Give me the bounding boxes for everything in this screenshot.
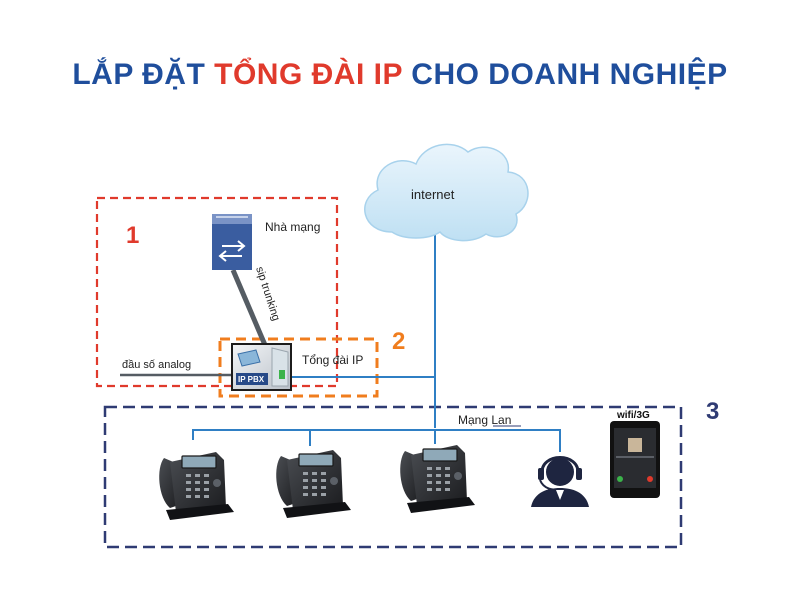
zone-2-number: 2 [392, 328, 405, 355]
sip-trunk-line [230, 269, 271, 353]
ip-pbx-icon [231, 343, 292, 391]
pbx-label: Tổng đài IP [302, 353, 363, 367]
zone-1-number: 1 [126, 222, 139, 249]
analog-label: đầu số analog [122, 359, 191, 371]
desk-phone-icon [158, 451, 235, 521]
lan-bus-line [192, 429, 561, 452]
server-icon [212, 214, 252, 270]
title-part-2: TỔNG ĐÀI IP [214, 58, 403, 91]
zone-1-frame [95, 196, 339, 388]
lan-label: Mạng Lan [458, 413, 511, 427]
headset-agent-icon [531, 456, 589, 507]
page-title: LẮP ĐẶT TỔNG ĐÀI IP CHO DOANH NGHIỆP [0, 58, 800, 92]
title-part-1: LẮP ĐẶT [72, 58, 215, 91]
wifi-label: wifi/3G [616, 410, 650, 421]
desk-phone-icon [399, 444, 476, 514]
provider-label: Nhà mạng [265, 220, 320, 234]
internet-label: internet [411, 187, 455, 202]
title-part-3: CHO DOANH NGHIỆP [402, 58, 728, 91]
sip-trunking-label: sip trunking [253, 265, 282, 322]
cloud-icon [364, 143, 529, 242]
zone-2-frame [218, 337, 379, 398]
zone-3-frame [103, 405, 683, 549]
zone-3-number: 3 [706, 398, 719, 425]
pbx-device-label: IP PBX [238, 375, 265, 384]
smartphone-icon [610, 421, 660, 498]
desk-phone-icon [275, 449, 352, 519]
